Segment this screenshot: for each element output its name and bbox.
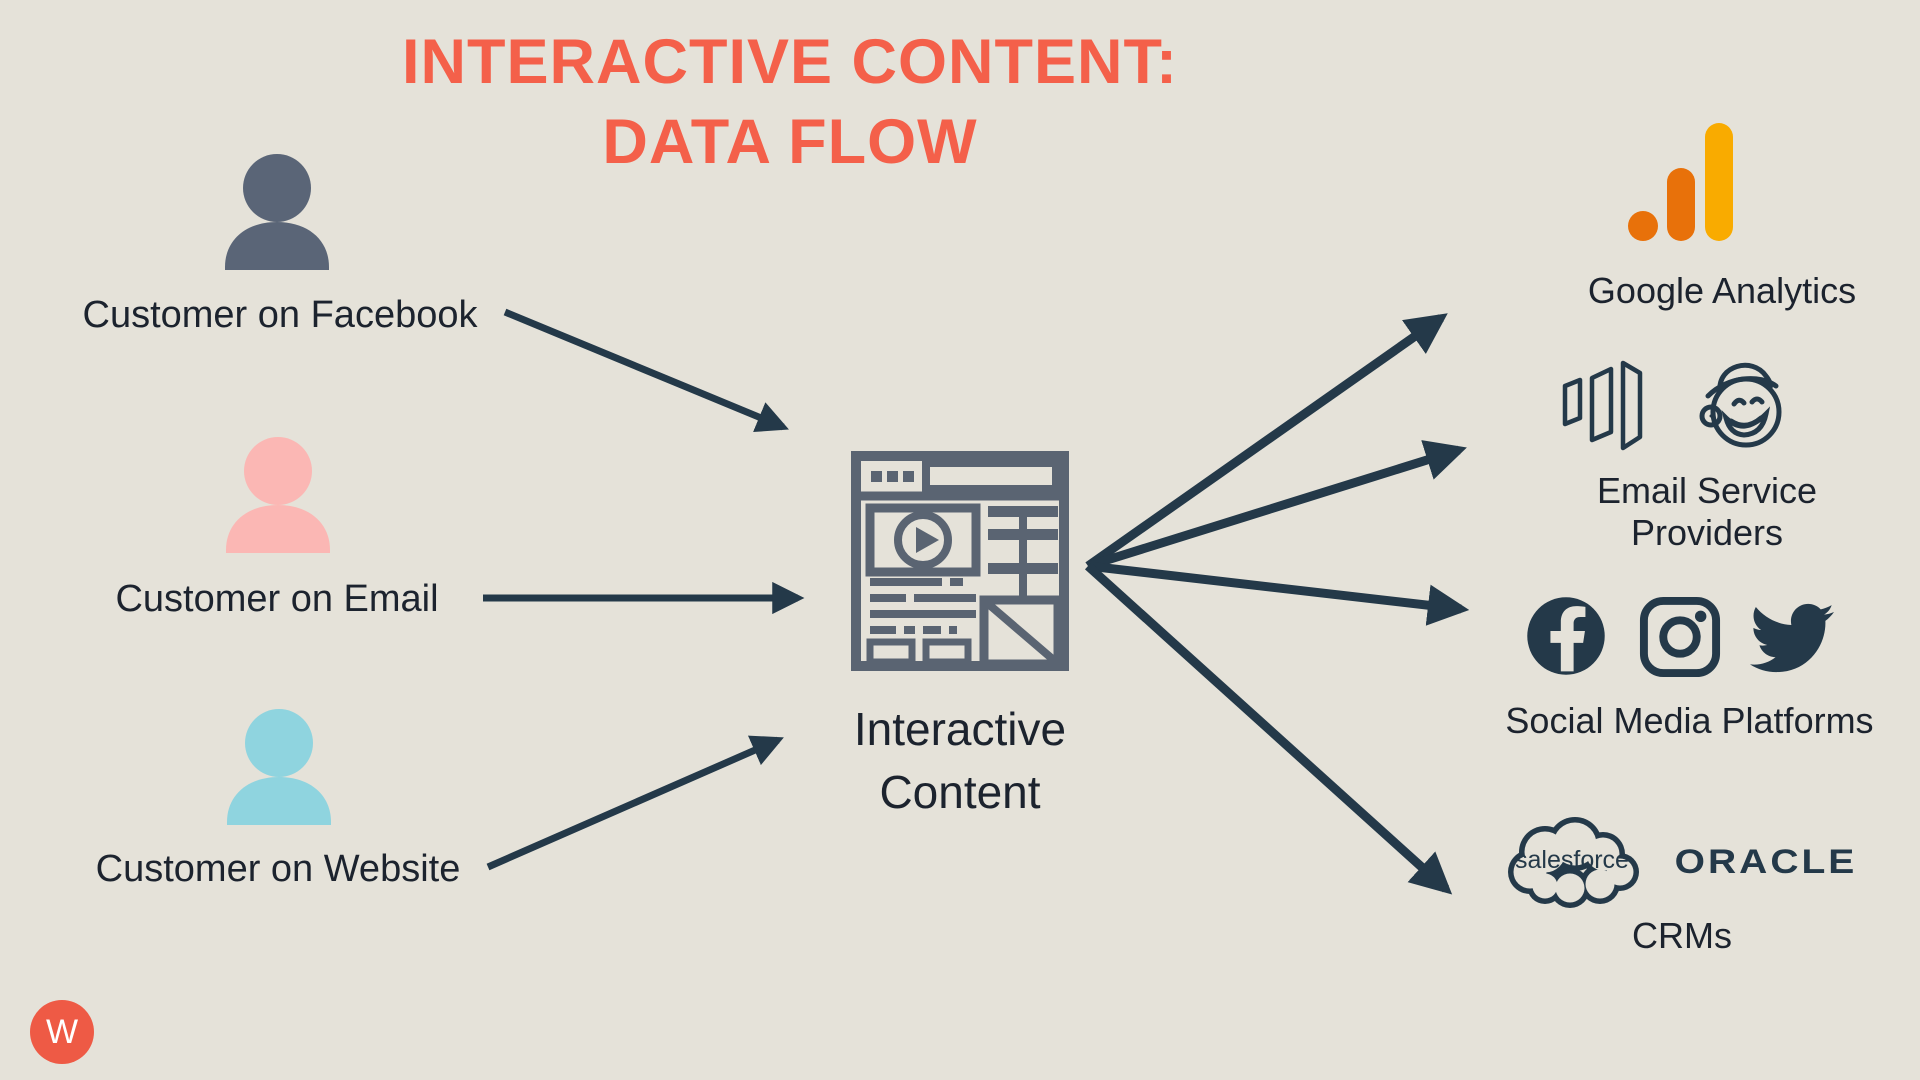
customer-facebook-label: Customer on Facebook	[82, 294, 478, 336]
flowchart-bars	[988, 506, 1058, 600]
facebook-icon	[1522, 592, 1610, 680]
customer-email-label: Customer on Email	[115, 578, 439, 620]
mailchimp-icon	[1694, 350, 1794, 460]
email-service-providers-label: Email Service Providers	[1596, 470, 1818, 553]
twitter-icon	[1744, 596, 1840, 680]
person-icon	[226, 437, 330, 553]
interactive-content-label: Interactive Content	[760, 698, 1160, 824]
video-player	[865, 503, 981, 577]
center-label-line-2: Content	[879, 766, 1041, 818]
person-icon	[225, 154, 329, 270]
browser-frame	[851, 451, 1069, 671]
arrow-content-to-google-analytics	[1085, 313, 1448, 570]
title-line-1: INTERACTIVE CONTENT:	[402, 27, 1178, 97]
social-media-platforms-label: Social Media Platforms	[1505, 700, 1874, 741]
watermark-logo: W	[30, 1000, 94, 1064]
customer-email-group	[225, 437, 331, 553]
image-placeholder	[979, 595, 1063, 669]
google-analytics-label: Google Analytics	[1587, 270, 1857, 311]
arrow-content-to-social-media	[1087, 561, 1470, 626]
arrow-content-to-email-providers	[1086, 440, 1467, 571]
interactive-content-browser-icon	[850, 450, 1070, 672]
person-icon	[227, 709, 331, 825]
arrow-content-to-crms	[1084, 562, 1453, 895]
arrow-facebook-to-content	[503, 308, 789, 433]
title-line-2: DATA FLOW	[602, 107, 978, 177]
customer-facebook-group	[224, 154, 330, 270]
oracle-wordmark: ORACLE	[1674, 843, 1858, 881]
google-analytics-icon	[1628, 108, 1738, 243]
center-label-line-1: Interactive	[853, 703, 1067, 755]
salesforce-wordmark: salesforce	[1515, 846, 1629, 874]
customer-website-group	[226, 709, 332, 825]
crms-label: CRMs	[1632, 915, 1732, 956]
text-lines	[866, 578, 976, 666]
customer-website-label: Customer on Website	[95, 848, 461, 890]
marketo-icon	[1562, 360, 1643, 452]
instagram-icon	[1636, 593, 1724, 681]
page-title: INTERACTIVE CONTENT: DATA FLOW	[330, 22, 1250, 182]
salesforce-icon	[1500, 812, 1645, 912]
arrow-website-to-content	[486, 735, 784, 871]
watermark-letter: W	[45, 1012, 79, 1051]
